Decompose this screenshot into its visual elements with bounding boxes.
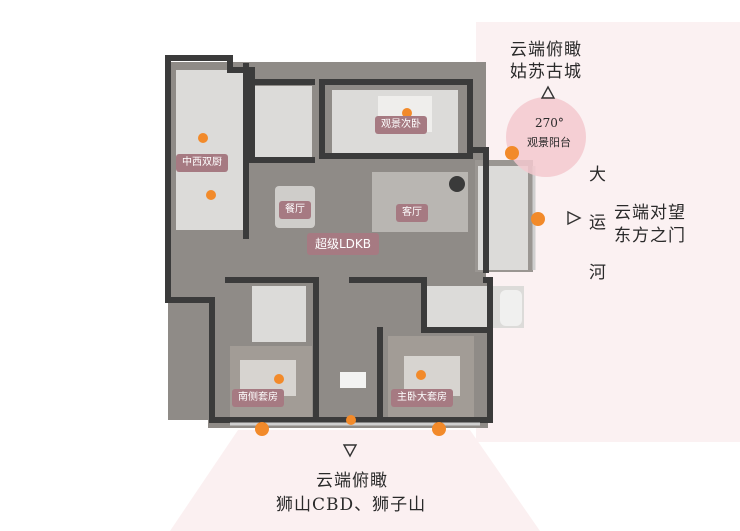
room-tag-living: 客厅 xyxy=(396,204,428,222)
canal-char-1: 大 xyxy=(589,165,606,185)
view-dot-balcony xyxy=(505,146,519,160)
view-bottom-line2: 狮山CBD、狮子山 xyxy=(276,495,427,515)
room-tag-kitchen: 中西双厨 xyxy=(176,154,228,172)
view-top-line1: 云端俯瞰 xyxy=(510,40,582,60)
arrow-right-icon xyxy=(567,210,582,226)
view-dot-bedroom2 xyxy=(402,108,412,118)
view-dot-east xyxy=(531,212,545,226)
room-tag-dining: 餐厅 xyxy=(279,201,311,219)
canal-char-3: 河 xyxy=(589,263,606,283)
view-dot-south-suite xyxy=(274,374,284,384)
view-dot-bottom-2 xyxy=(346,415,356,425)
view-dot-bottom-1 xyxy=(255,422,269,436)
view-dot-bottom-3 xyxy=(432,422,446,436)
view-dot-kitchen xyxy=(198,133,208,143)
balcony-degree: 270° xyxy=(535,116,564,130)
view-dot-master xyxy=(416,370,426,380)
view-top-line2: 姑苏古城 xyxy=(510,62,582,82)
view-right-line1: 云端对望 xyxy=(614,203,686,223)
arrow-up-icon xyxy=(540,85,556,99)
arrow-down-icon xyxy=(342,444,358,458)
room-tag-ldkb: 超级LDKB xyxy=(307,233,380,255)
view-bottom-line1: 云端俯瞰 xyxy=(316,471,388,491)
room-tag-master-suite: 主卧大套房 xyxy=(391,389,453,407)
view-right-line2: 东方之门 xyxy=(614,226,686,246)
view-dot-kitchen-2 xyxy=(206,190,216,200)
room-tag-south-suite: 南侧套房 xyxy=(232,389,284,407)
canal-char-2: 运 xyxy=(589,213,606,233)
room-tag-secondary-bedroom: 观景次卧 xyxy=(375,116,427,134)
walls xyxy=(165,55,493,423)
balcony-label: 观景阳台 xyxy=(527,136,571,149)
